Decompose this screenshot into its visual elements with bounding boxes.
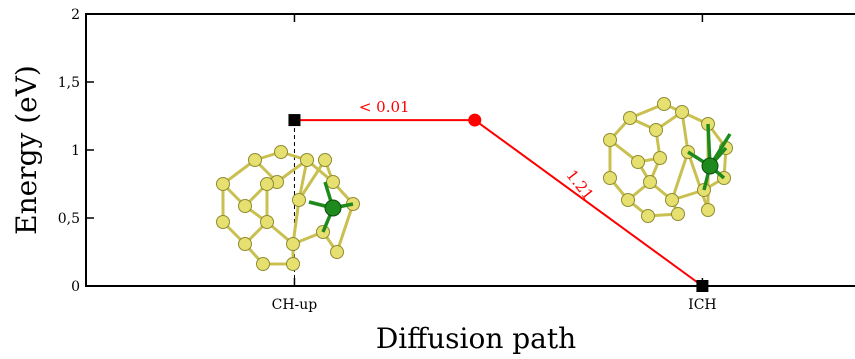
atom [641, 209, 655, 223]
atom [631, 155, 645, 169]
y-tick-label-4: 2 [71, 7, 80, 23]
dopant-atom [324, 199, 342, 217]
atom [300, 153, 314, 167]
atom [671, 207, 685, 221]
bond [297, 159, 327, 201]
atom [274, 145, 288, 159]
annotation-0: < 0.01 [359, 98, 410, 116]
ch-up-structure-image [216, 145, 360, 271]
atom [248, 153, 262, 167]
y-tick-label-0: 0 [71, 279, 80, 295]
atom [665, 193, 679, 207]
annotations: < 0.01 1.21 [359, 98, 597, 204]
atom [649, 123, 663, 137]
bond [335, 203, 355, 253]
atom [256, 257, 270, 271]
atom [330, 245, 344, 259]
x-tick-label-0: CH-up [272, 297, 318, 313]
point-marker-0 [288, 114, 301, 127]
bond [686, 151, 710, 211]
x-tick-label-1: ICH [688, 297, 716, 313]
atom [238, 237, 252, 251]
bond [670, 151, 690, 201]
point-marker-2 [696, 280, 709, 292]
y-tick-label-1: 0,5 [58, 211, 80, 227]
atom [238, 199, 252, 213]
dopant-atom [701, 157, 719, 175]
annotation-1: 1.21 [563, 166, 598, 203]
plot-frame [85, 13, 855, 287]
atom [318, 153, 332, 167]
atom [623, 111, 637, 125]
bond [291, 199, 301, 245]
energy-series [288, 113, 709, 292]
atom [657, 97, 671, 111]
atom [216, 177, 230, 191]
atom [653, 151, 667, 165]
atom [260, 177, 274, 191]
atom [216, 215, 230, 229]
atom [603, 133, 617, 147]
axis-ticks: 0 0,5 1 1,5 2CH-up ICH [58, 7, 717, 313]
atom [260, 215, 274, 229]
y-axis-title: Energy (eV) [10, 65, 43, 235]
atom [675, 105, 689, 119]
ich-structure-image [603, 97, 733, 223]
atom [292, 193, 306, 207]
atom [701, 203, 715, 217]
atom [621, 193, 635, 207]
atom [603, 171, 617, 185]
y-tick-label-3: 1,5 [58, 75, 80, 91]
y-tick-label-2: 1 [71, 143, 80, 159]
atom [326, 175, 340, 189]
atom [286, 237, 300, 251]
point-marker-1 [468, 113, 482, 127]
x-axis-title: Diffusion path [376, 322, 576, 355]
atom [286, 257, 300, 271]
atom [643, 175, 657, 189]
